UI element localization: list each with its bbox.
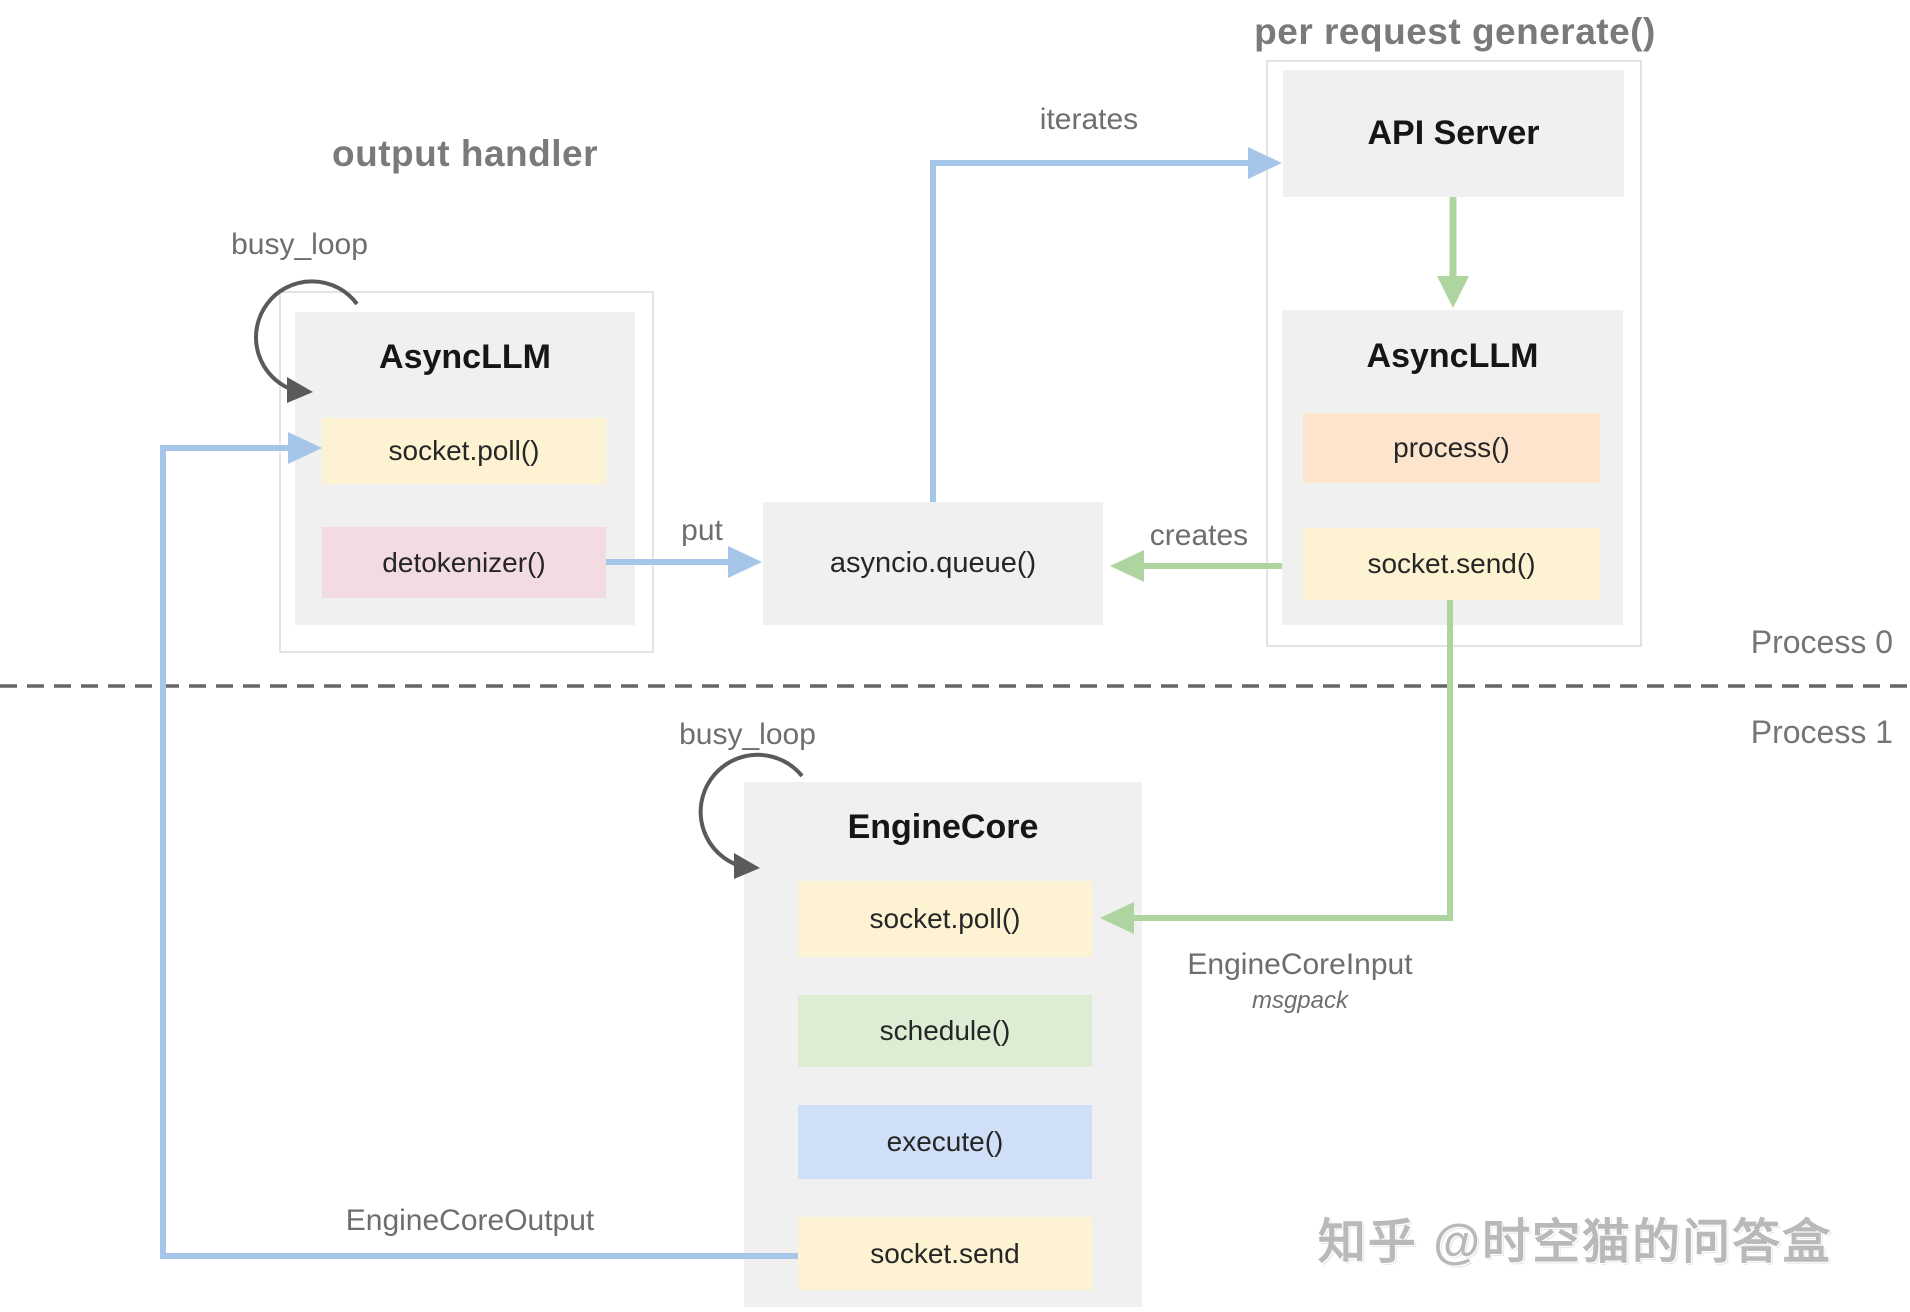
per-request-generate-title: per request generate() [1254,11,1656,52]
api-server-box: API Server [1283,70,1624,197]
engine-core-input-arrow-line [1134,600,1453,921]
asyncllm-left-title: AsyncLLM [379,338,551,376]
put-label: put [681,514,723,547]
put-arrowhead-icon [728,546,762,578]
creates-label: creates [1149,519,1249,552]
output-handler-title: output handler [332,133,598,174]
asyncio-queue-box: asyncio.queue() [763,502,1103,625]
watermark-text: 知乎 @时空猫的问答盒 [1317,1216,1833,1269]
method-socket-send-right: socket.send() [1303,528,1600,600]
process-0-label: Process 0 [1750,624,1893,660]
process-1-label: Process 1 [1750,714,1893,750]
busy-loop-label-engine: busy_loop [679,718,816,751]
api-server-title: API Server [1367,114,1540,152]
method-socket-poll-engine: socket.poll() [798,881,1092,957]
method-socket-poll-left: socket.poll() [322,418,606,484]
busy-loop-label-left: busy_loop [231,228,368,261]
engine-core-title: EngineCore [847,808,1039,846]
method-socket-send-engine: socket.send [798,1217,1092,1290]
iterates-arrow-line [930,160,1248,502]
msgpack-label: msgpack [1251,987,1349,1014]
creates-arrowhead-icon [1110,550,1144,582]
method-detokenizer: detokenizer() [322,527,606,598]
engine-core-input-label: EngineCoreInput [1187,948,1413,981]
method-process: process() [1303,413,1600,483]
asyncllm-right-title: AsyncLLM [1366,337,1539,375]
iterates-label: iterates [1039,103,1139,136]
engine-core-output-label: EngineCoreOutput [345,1204,595,1237]
method-schedule: schedule() [798,995,1092,1067]
method-execute: execute() [798,1105,1092,1179]
